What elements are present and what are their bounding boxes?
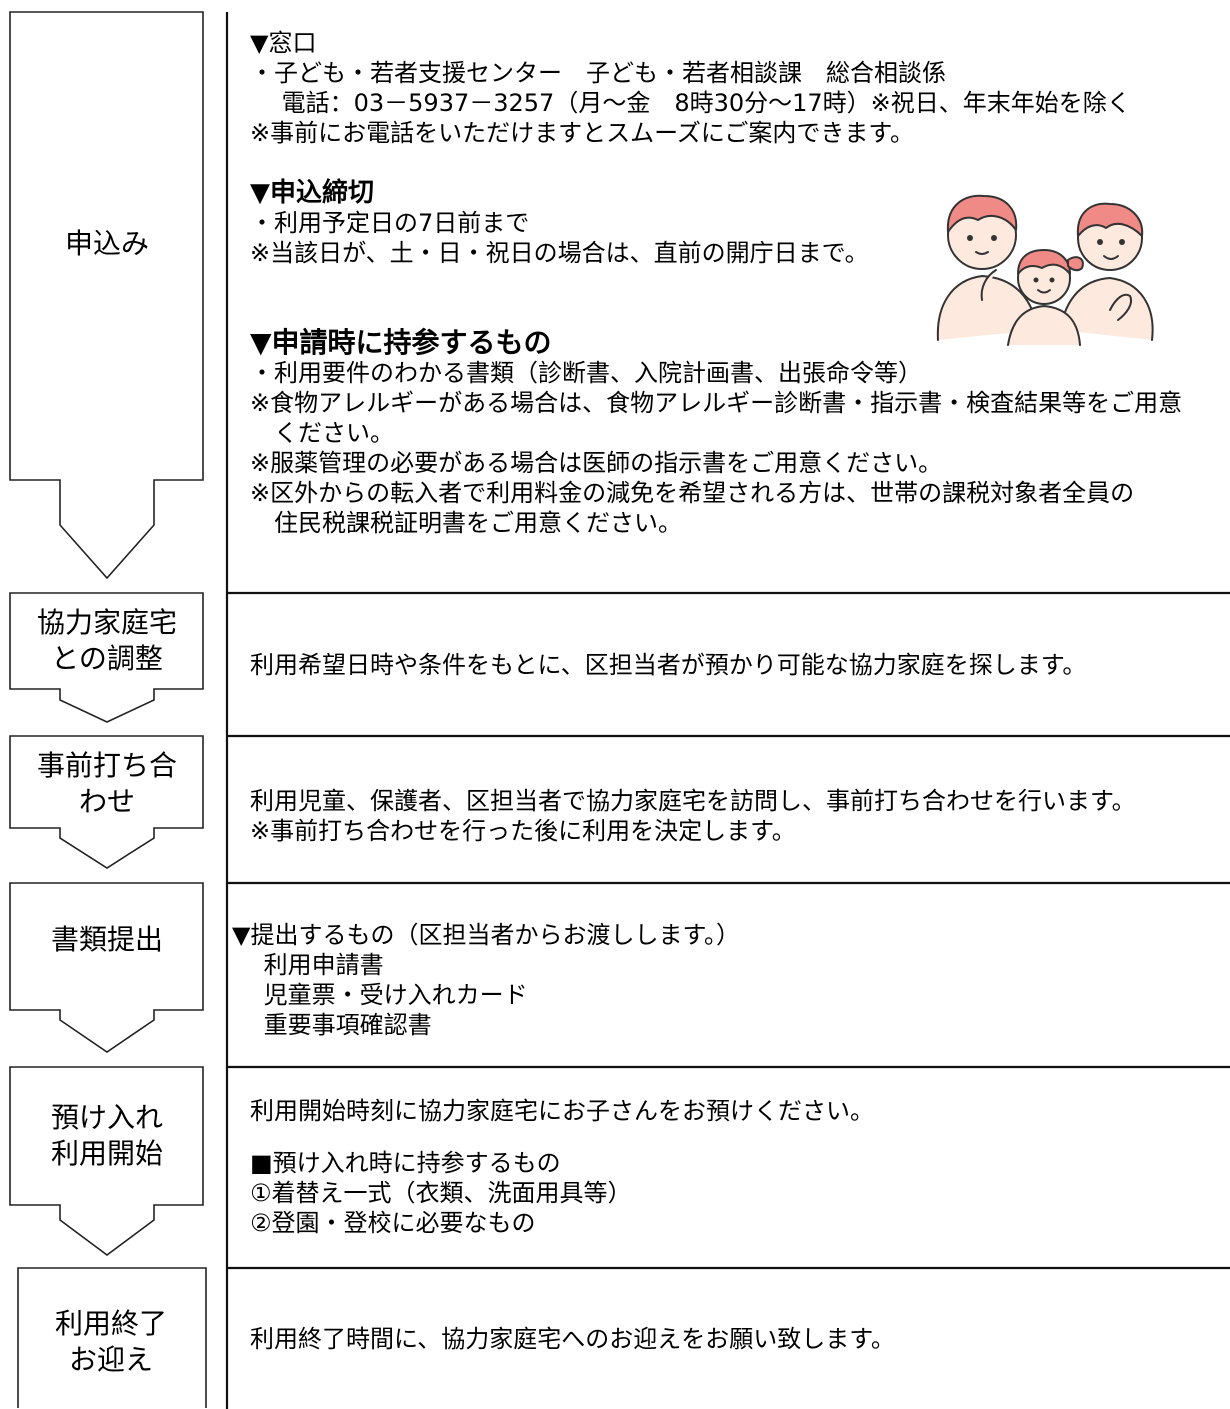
- content-line: 重要事項確認書: [232, 1011, 432, 1039]
- content-line: 住民税課税証明書をご用意ください。: [250, 509, 682, 537]
- section-heading-items-to-bring: ▼申請時に持参するもの: [250, 326, 552, 359]
- content-line: ▼提出するもの（区担当者からお渡しします。）: [232, 921, 741, 949]
- content-line: ・利用予定日の7日前まで: [250, 209, 530, 237]
- content-line: ①着替え一式（衣類、洗面用具等）: [250, 1179, 632, 1207]
- content-line: ・子ども・若者支援センター 子ども・若者相談課 総合相談係: [250, 59, 946, 87]
- step-label-end-of-use: 利用終了 お迎え: [54, 1307, 167, 1376]
- step-content-pre-meeting: 利用児童、保護者、区担当者で協力家庭宅を訪問し、事前打ち合わせを行います。 ※事…: [250, 786, 1230, 846]
- content-line: ②登園・登校に必要なもの: [250, 1209, 536, 1237]
- flow-arrow-shape: [9, 592, 204, 723]
- content-line: 利用児童、保護者、区担当者で協力家庭宅を訪問し、事前打ち合わせを行います。: [250, 787, 1136, 815]
- step-label-pre-meeting: 事前打ち合 わせ: [36, 749, 177, 818]
- step-label-coordination: 協力家庭宅 との調整: [36, 606, 177, 675]
- content-line: ※事前打ち合わせを行った後に利用を決定します。: [250, 817, 796, 845]
- content-line: ※食物アレルギーがある場合は、食物アレルギー診断書・指示書・検査結果等をご用意: [250, 389, 1183, 417]
- family-illustration-icon: [936, 194, 1154, 346]
- content-line: ※当該日が、土・日・祝日の場合は、直前の開庁日まで。: [250, 239, 869, 267]
- content-line: ※区外からの転入者で利用料金の減免を希望される方は、世帯の課税対象者全員の: [250, 479, 1135, 507]
- flow-arrow-shape: [9, 735, 204, 869]
- section-heading-deadline: ▼申込締切: [250, 178, 374, 208]
- content-line: ※服薬管理の必要がある場合は医師の指示書をご用意ください。: [250, 449, 943, 477]
- step-content-end-of-use: 利用終了時間に、協力家庭宅へのお迎えをお願い致します。: [250, 1324, 1230, 1354]
- content-line: ■預け入れ時に持参するもの: [250, 1149, 561, 1177]
- step-label-application: 申込み: [64, 227, 149, 260]
- content-line: ・利用要件のわかる書類（診断書、入院計画書、出張命令等）: [250, 359, 922, 387]
- step-content-document-submission: ▼提出するもの（区担当者からお渡しします。） 利用申請書 児童票・受け入れカード…: [232, 920, 1230, 1040]
- step-label-document-submission: 書類提出: [50, 923, 163, 956]
- phone-line: 電話：03－5937－3257（月～金 8時30分～17時）※祝日、年末年始を除…: [250, 89, 1131, 117]
- step-content-start-of-use: 利用開始時刻に協力家庭宅にお子さんをお預けください。 ■預け入れ時に持参するもの…: [250, 1096, 1230, 1238]
- section-heading-window: ▼窓口: [250, 29, 317, 57]
- flow-arrow-shape: [9, 11, 204, 580]
- content-line: 利用希望日時や条件をもとに、区担当者が預かり可能な協力家庭を探します。: [250, 651, 1087, 679]
- content-line: 利用開始時刻に協力家庭宅にお子さんをお預けください。: [250, 1097, 874, 1125]
- content-line: ※事前にお電話をいただけますとスムーズにご案内できます。: [250, 119, 915, 147]
- flow-arrow-shape: [9, 882, 204, 1053]
- content-line: 児童票・受け入れカード: [232, 981, 528, 1009]
- step-content-coordination: 利用希望日時や条件をもとに、区担当者が預かり可能な協力家庭を探します。: [250, 650, 1230, 680]
- content-line: 利用終了時間に、協力家庭宅へのお迎えをお願い致します。: [250, 1325, 895, 1353]
- step-content-application: ▼窓口 ・子ども・若者支援センター 子ども・若者相談課 総合相談係 電話：03－…: [250, 28, 1230, 538]
- content-line: ください。: [250, 419, 394, 447]
- flow-box-shape: [17, 1267, 207, 1408]
- step-label-start-of-use: 預け入れ 利用開始: [50, 1101, 163, 1170]
- flow-arrow-shape: [9, 1066, 204, 1256]
- content-line: 利用申請書: [232, 951, 384, 979]
